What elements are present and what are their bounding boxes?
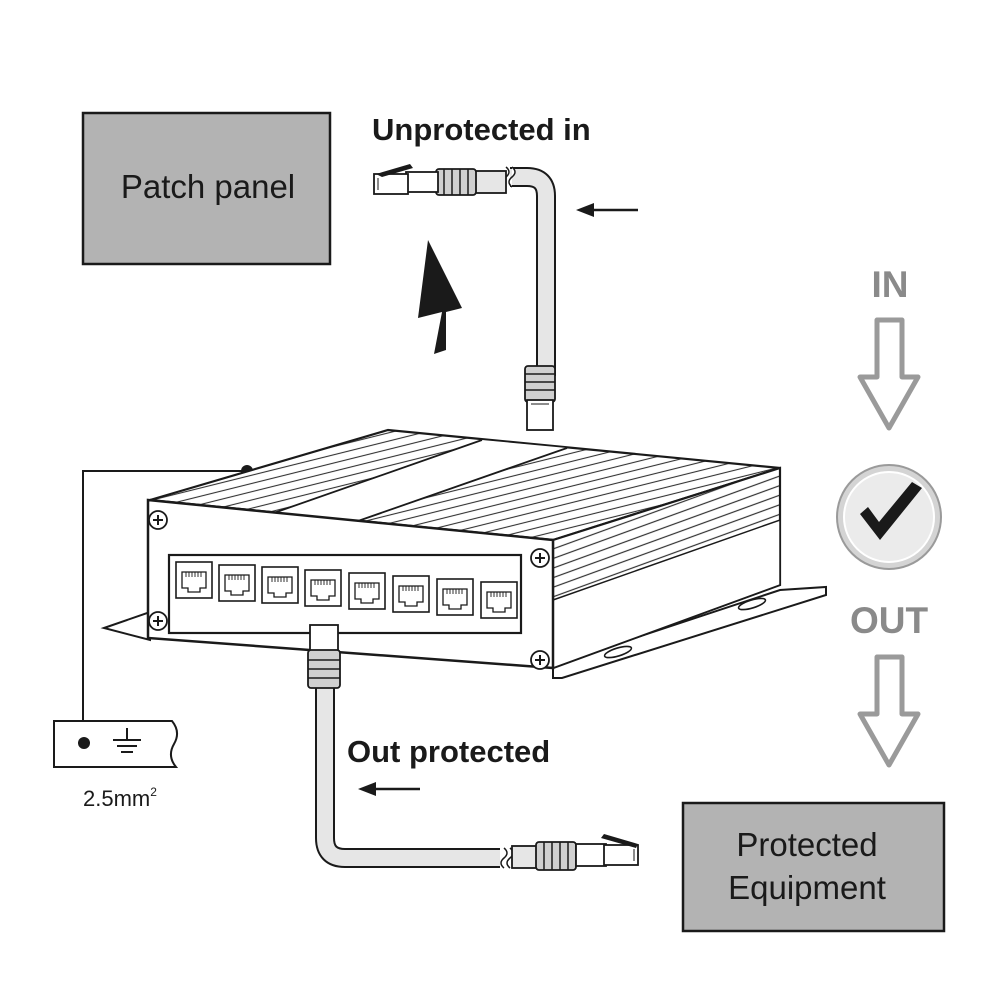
direction-arrow-top [576, 203, 638, 217]
rj45-port-5 [348, 572, 386, 610]
rj45-port-7 [436, 578, 474, 616]
rj45-plug-bottom [511, 834, 639, 871]
protected-label-line1: Protected [736, 826, 877, 863]
rj45-port-3 [261, 566, 299, 604]
unprotected-cable [373, 164, 556, 431]
rj45-plug-vertical-bottom [307, 624, 341, 689]
screw-icon [530, 548, 550, 568]
surge-protector-device [100, 428, 827, 679]
protected-label-line2: Equipment [728, 869, 886, 906]
unprotected-in-label: Unprotected in [372, 112, 591, 147]
rj45-port-1 [175, 561, 213, 599]
in-label: IN [872, 264, 909, 305]
direction-arrow-bottom [358, 782, 420, 796]
lightning-bolt-icon [418, 240, 462, 354]
screw-icon [148, 510, 168, 530]
out-protected-label: Out protected [347, 734, 550, 769]
ground-symbol-icon [113, 728, 141, 753]
protected-equipment-box: Protected Equipment [681, 801, 946, 933]
wire-size-label: 2.5mm2 [83, 785, 157, 811]
patch-panel-label: Patch panel [121, 168, 295, 205]
rj45-port-2 [218, 564, 256, 602]
patch-panel-box: Patch panel [81, 111, 332, 266]
screw-icon [148, 611, 168, 631]
out-flow-arrow [857, 654, 921, 768]
protected-cable [307, 624, 639, 871]
check-mark-icon [836, 464, 942, 570]
rj45-plug-top [373, 164, 507, 196]
in-flow-arrow [857, 317, 921, 431]
ground-terminal [53, 720, 179, 768]
rj45-port-8 [480, 581, 518, 619]
screw-icon [530, 650, 550, 670]
out-label: OUT [850, 600, 929, 641]
rj45-port-4 [304, 569, 342, 607]
rj45-plug-vertical-top [524, 365, 556, 431]
rj45-port-6 [392, 575, 430, 613]
